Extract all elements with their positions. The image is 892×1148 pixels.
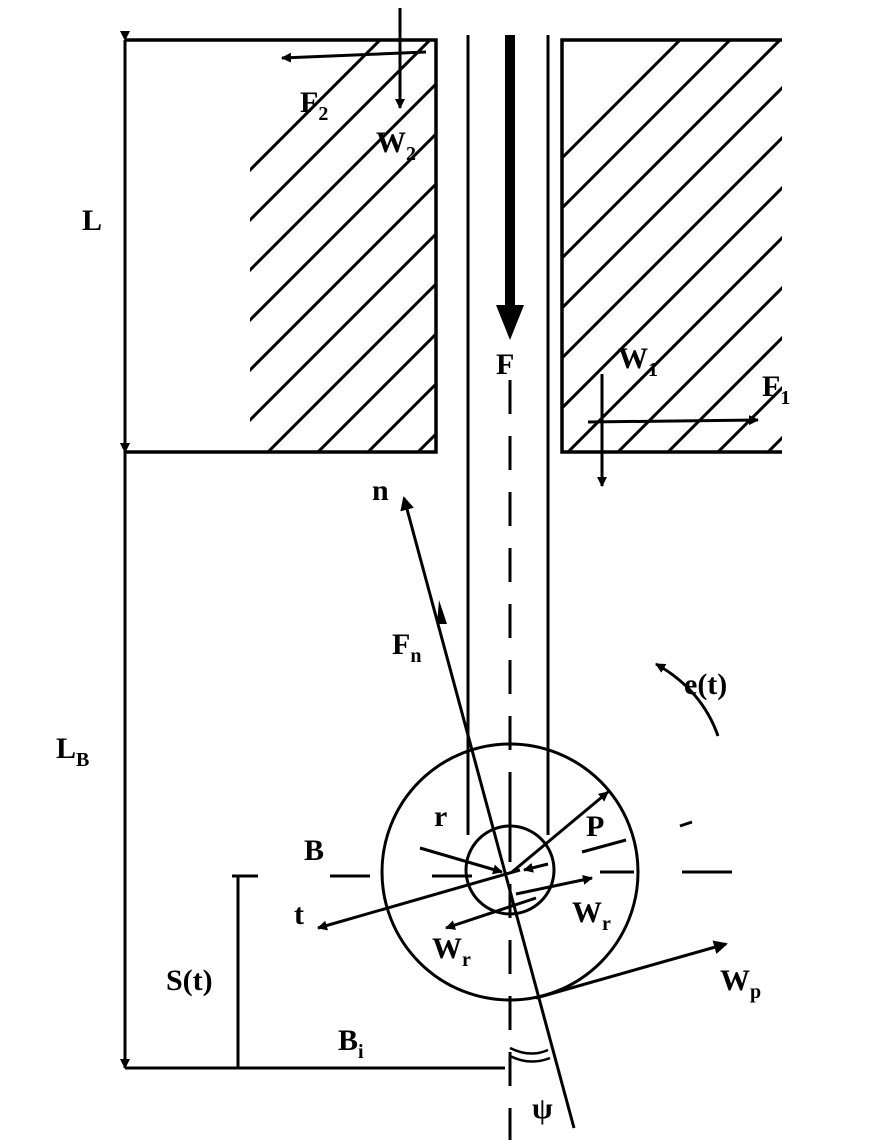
dimension-S — [232, 874, 258, 1068]
label-LB: LB — [56, 732, 89, 771]
left-block — [125, 38, 438, 454]
radius-P-tick — [581, 838, 627, 854]
label-S: S(t) — [166, 964, 213, 997]
rotation-e-arrow — [655, 662, 720, 737]
right-block-hatching — [562, 40, 782, 452]
label-P: P — [586, 810, 604, 843]
label-L: L — [82, 204, 102, 237]
radius-P-arrow — [511, 790, 609, 874]
angle-psi-arc — [509, 1046, 551, 1063]
label-B: B — [304, 834, 324, 867]
labels: L LB F F1 F2 W1 W2 n Fn e(t) r P B t Wr … — [56, 86, 790, 1125]
label-Wr-right: Wr — [572, 896, 611, 935]
force-F2-arrow — [281, 50, 427, 63]
label-Wr-left: Wr — [432, 932, 471, 971]
force-F1-arrow — [587, 415, 759, 426]
label-F: F — [496, 348, 514, 381]
left-block-hatching — [250, 40, 436, 452]
label-F1: F1 — [762, 370, 790, 409]
normal-line-n — [400, 496, 576, 1129]
horizontal-B-axis — [330, 820, 732, 878]
label-Fn: Fn — [392, 628, 421, 667]
label-Bi: Bi — [338, 1024, 364, 1063]
force-Wr-left-arrow — [445, 896, 537, 930]
force-Wr-right-arrow — [515, 874, 593, 896]
label-Wp: Wp — [720, 964, 761, 1003]
label-e: e(t) — [684, 668, 727, 701]
label-psi: ψ — [532, 1092, 553, 1125]
right-block — [560, 38, 782, 454]
tangent-t-arrow — [317, 868, 521, 931]
label-W2: W2 — [376, 126, 416, 165]
label-n: n — [372, 474, 389, 507]
radius-r-arrow — [419, 846, 503, 875]
force-Wp-arrow — [535, 940, 728, 1000]
label-r: r — [434, 800, 447, 833]
outer-wheel — [380, 742, 640, 1002]
label-t: t — [294, 898, 304, 931]
rod — [466, 35, 550, 835]
label-W1: W1 — [618, 342, 658, 381]
label-F2: F2 — [300, 86, 328, 125]
force-Fn-arrowhead — [437, 600, 447, 624]
hub-contact-arrow — [523, 862, 549, 873]
force-F-arrow — [496, 35, 524, 340]
